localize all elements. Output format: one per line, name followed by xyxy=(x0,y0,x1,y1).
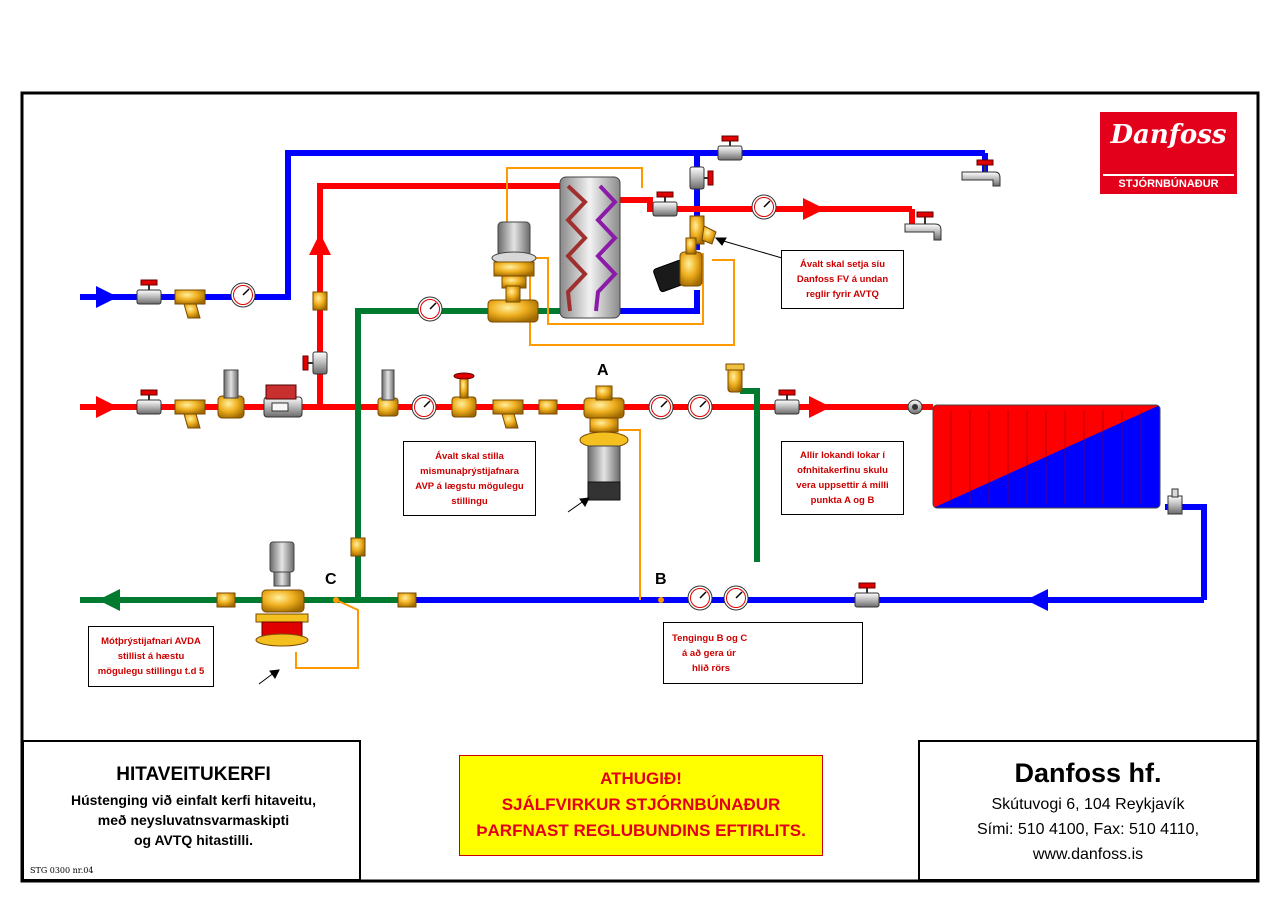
radiator xyxy=(932,404,1161,509)
point-a-label: A xyxy=(597,362,609,379)
note-line: punkta A og B xyxy=(810,495,875,506)
note-line: Danfoss FV á undan xyxy=(796,274,889,285)
hot-water-tap xyxy=(904,211,942,241)
ball-valve-hot-tap xyxy=(652,191,678,217)
thermometer-well xyxy=(377,369,399,417)
subtitle-line: Hústenging við einfalt kerfi hitaveitu, xyxy=(70,792,317,808)
arrow-hot-in xyxy=(96,396,118,418)
gauge-b-2 xyxy=(723,585,749,611)
arrow-hot-tap xyxy=(803,198,825,220)
note-connections: Tengingu B og C á að gera úr hlið rörs xyxy=(663,622,863,684)
logo-subtitle: STJÓRNBÚNAÐUR xyxy=(1103,174,1234,193)
strainer-fv xyxy=(689,215,717,245)
gate-valve xyxy=(451,372,477,418)
ball-valve-radiator-return xyxy=(854,582,880,608)
company-web: www.danfoss.is xyxy=(1032,846,1144,863)
ball-valve-hot-in xyxy=(136,389,162,415)
company-phone-fax: Sími: 510 4100, Fax: 510 4110, xyxy=(976,821,1200,838)
impulse-junctions xyxy=(333,597,664,603)
strainer-cold xyxy=(174,289,206,319)
ball-valve-hot-riser xyxy=(302,351,328,375)
strainers xyxy=(174,215,717,429)
ball-valves xyxy=(136,135,880,608)
strainer-hot xyxy=(174,399,206,429)
note-line: AVP á lægstu mögulegu xyxy=(415,480,524,492)
note-line: Allir lokandi lokar í xyxy=(800,450,885,461)
company-contact: Skútuvogi 6, 104 Reykjavík Sími: 510 410… xyxy=(920,792,1256,867)
avda-valve xyxy=(255,541,309,647)
lockshield-valve xyxy=(1167,488,1183,515)
ball-valve-radiator-supply xyxy=(774,389,800,415)
avp-valve xyxy=(579,385,629,501)
note-line: ofnhitakerfinu skulu xyxy=(797,465,888,476)
arrow-radiator-return xyxy=(1026,589,1048,611)
ball-valve-cold-in xyxy=(136,279,162,305)
note-avda: Mótþrýstijafnari AVDA stillist á hæstu m… xyxy=(88,626,214,687)
ball-valve-cold-top xyxy=(717,135,743,161)
note-line: mögulegu stillingu t.d 5 xyxy=(97,666,205,677)
note-line: vera uppsettir á milli xyxy=(796,480,889,491)
arrow-up-hx xyxy=(309,233,331,255)
note-line: reglir fyrir AVTQ xyxy=(806,289,879,300)
gauge-cold xyxy=(230,282,256,308)
pressure-gauges xyxy=(230,194,777,611)
air-vent xyxy=(725,363,745,393)
note-line: Ávalt skal stilla xyxy=(435,450,504,462)
drawing-subtitle: Hústenging við einfalt kerfi hitaveitu, … xyxy=(24,790,363,850)
logo-brand: Danfoss xyxy=(1110,120,1227,150)
warning-line: SJÁLFVIRKUR STJÓRNBÚNAÐUR xyxy=(501,795,781,814)
subtitle-line: og AVTQ hitastilli. xyxy=(134,832,253,848)
note-radiator-valves: Allir lokandi lokar í ofnhitakerfinu sku… xyxy=(781,441,904,515)
note-line: stillist á hæstu xyxy=(117,651,185,662)
warning-box: ATHUGIÐ! SJÁLFVIRKUR STJÓRNBÚNAÐUR ÞARFN… xyxy=(459,755,823,856)
note-line: á að gera úr xyxy=(682,647,736,659)
callout-leaders xyxy=(258,237,783,685)
danfoss-logo: Danfoss STJÓRNBÚNAÐUR xyxy=(1100,112,1237,194)
flow-arrows xyxy=(96,198,1048,611)
cold-water-pipes xyxy=(80,150,1207,603)
arrow-cold-in xyxy=(96,286,118,308)
ball-valve-hx-cold xyxy=(689,166,714,190)
radiator-valve xyxy=(907,399,923,415)
cold-water-tap xyxy=(961,159,1001,187)
subtitle-line: með neysluvatnsvarmaskipti xyxy=(97,812,290,828)
note-line: mismunaþrýstijafnara xyxy=(420,465,519,477)
gauge-b-1 xyxy=(687,585,713,611)
gauge-hot-1 xyxy=(411,394,437,420)
heat-exchanger xyxy=(559,176,621,319)
company-block: Danfoss hf. Skútuvogi 6, 104 Reykjavík S… xyxy=(918,740,1258,881)
arrow-to-radiator xyxy=(809,396,831,418)
point-b-label: B xyxy=(655,571,667,588)
note-line: hlið rörs xyxy=(692,662,731,674)
unions xyxy=(216,291,558,608)
gauge-tap xyxy=(751,194,777,220)
note-avp: Ávalt skal stilla mismunaþrýstijafnara A… xyxy=(403,441,536,516)
note-line: stillingu xyxy=(451,495,488,507)
gauge-return xyxy=(417,296,443,322)
company-name: Danfoss hf. xyxy=(1014,758,1162,788)
note-filter: Ávalt skal setja síu Danfoss FV á undan … xyxy=(781,250,904,309)
note-line: Ávalt skal setja síu xyxy=(799,259,886,270)
drawing-title: HITAVEITUKERFI xyxy=(116,764,271,785)
strainer-supply xyxy=(492,399,524,429)
radiator-fins xyxy=(950,410,1142,504)
heat-meter xyxy=(263,384,303,418)
warning-line: ATHUGIÐ! xyxy=(600,769,682,788)
title-block: HITAVEITUKERFI Hústenging við einfalt ke… xyxy=(22,740,361,881)
point-c-label: C xyxy=(325,571,337,588)
warning-line: ÞARFNAST REGLUBUNDINS EFTIRLITS. xyxy=(476,821,806,840)
company-address: Skútuvogi 6, 104 Reykjavík xyxy=(991,796,1185,813)
note-line: Tengingu B og C xyxy=(672,632,748,644)
outer-frame xyxy=(20,91,1260,883)
drawing-code: STG 0300 nr.04 xyxy=(30,866,94,875)
avtq-thermostat xyxy=(653,237,703,293)
arrow-return-out xyxy=(98,589,120,611)
note-line: Mótþrýstijafnari AVDA xyxy=(101,636,201,647)
gauge-hot-3 xyxy=(687,394,713,420)
pressure-reducer xyxy=(217,369,245,419)
avtq-valve xyxy=(487,221,539,323)
gauge-hot-2 xyxy=(648,394,674,420)
